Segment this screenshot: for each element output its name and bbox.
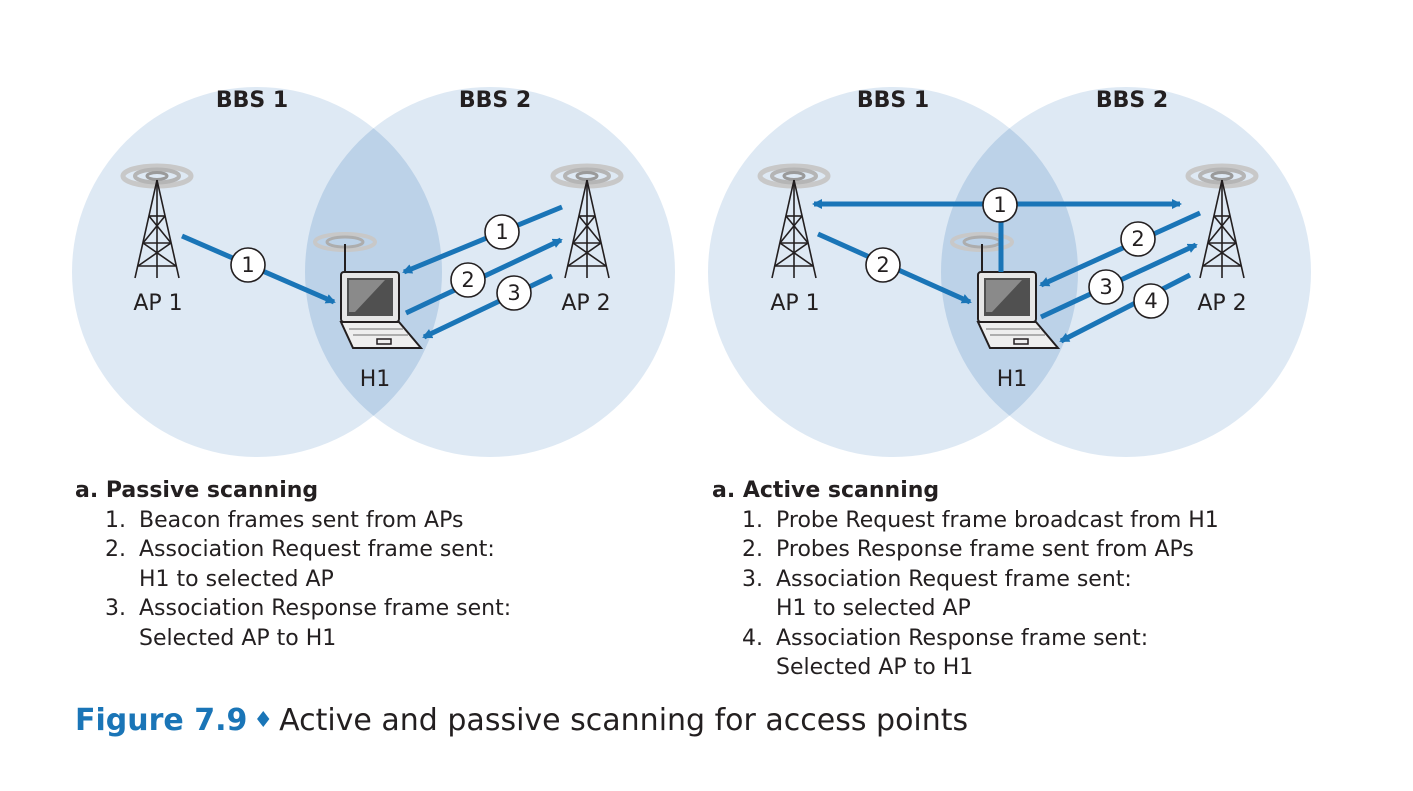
step-number: 1. bbox=[105, 507, 126, 533]
step-text: Association Request frame sent: bbox=[139, 537, 495, 562]
step-text: Selected AP to H1 bbox=[776, 655, 974, 680]
step-number: 3. bbox=[742, 566, 763, 592]
svg-text:2: 2 bbox=[876, 253, 889, 277]
step-text: Beacon frames sent from APs bbox=[139, 507, 464, 533]
figure-number: Figure 7.9 bbox=[75, 703, 248, 738]
passive-caption: a. Passive scanning 1. Beacon frames sen… bbox=[75, 476, 511, 653]
step-text: H1 to selected AP bbox=[139, 566, 334, 592]
step-text: Probes Response frame sent from APs bbox=[776, 537, 1194, 562]
svg-text:2: 2 bbox=[461, 268, 474, 292]
bbs2-label: BBS 2 bbox=[1096, 88, 1168, 113]
step-number: 2. bbox=[105, 537, 126, 562]
passive-caption-title: a. Passive scanning bbox=[75, 478, 319, 503]
ap2-label: AP 2 bbox=[1197, 291, 1246, 316]
probe-response-arrow-ap2 bbox=[1039, 210, 1202, 288]
ap1-label: AP 1 bbox=[133, 291, 182, 316]
step-text: Selected AP to H1 bbox=[139, 625, 337, 651]
step-badge: 2 bbox=[1120, 221, 1156, 257]
svg-text:4: 4 bbox=[1144, 289, 1157, 313]
list-item: 2. Probes Response frame sent from APs bbox=[712, 535, 1219, 565]
h1-label: H1 bbox=[997, 367, 1028, 392]
beacon-arrow-ap2 bbox=[402, 204, 563, 275]
diamond-icon: ♦ bbox=[253, 708, 274, 733]
svg-text:1: 1 bbox=[993, 193, 1006, 217]
bbs1-label: BBS 1 bbox=[216, 88, 288, 113]
list-item: 1. Probe Request frame broadcast from H1 bbox=[712, 506, 1219, 536]
list-item: 3. Association Request frame sent: H1 to… bbox=[712, 565, 1219, 624]
panel-active: BBS 1 BBS 2 AP 1 AP 2 H1 1 2 2 bbox=[708, 87, 1311, 457]
ap1-label: AP 1 bbox=[770, 291, 819, 316]
step-badge: 3 bbox=[496, 275, 532, 311]
step-badge: 2 bbox=[865, 247, 901, 283]
passive-steps-list: 1. Beacon frames sent from APs 2. Associ… bbox=[75, 506, 511, 654]
list-item: 4. Association Response frame sent: Sele… bbox=[712, 624, 1219, 683]
bbs1-label: BBS 1 bbox=[857, 88, 929, 113]
svg-text:2: 2 bbox=[1131, 227, 1144, 251]
bss-overlap bbox=[941, 87, 1078, 457]
list-item: 3. Association Response frame sent: Sele… bbox=[75, 594, 511, 653]
svg-text:1: 1 bbox=[241, 253, 254, 277]
step-text: Association Request frame sent: bbox=[776, 566, 1132, 592]
h1-label: H1 bbox=[360, 367, 391, 392]
step-badge: 1 bbox=[484, 214, 520, 250]
active-caption: a. Active scanning 1. Probe Request fram… bbox=[712, 476, 1219, 683]
step-text: Association Response frame sent: bbox=[776, 625, 1149, 651]
step-text: Probe Request frame broadcast from H1 bbox=[776, 507, 1219, 533]
svg-text:3: 3 bbox=[507, 281, 520, 305]
bss-overlap bbox=[305, 87, 442, 457]
step-text: Association Response frame sent: bbox=[139, 596, 512, 621]
assoc-response-arrow bbox=[1059, 272, 1192, 344]
step-badge: 1 bbox=[230, 247, 266, 283]
svg-text:3: 3 bbox=[1099, 275, 1112, 299]
svg-text:1: 1 bbox=[495, 220, 508, 244]
figure-caption: Figure 7.9♦Active and passive scanning f… bbox=[75, 703, 968, 738]
step-number: 2. bbox=[742, 537, 763, 562]
panel-passive: BBS 1 BBS 2 AP 1 AP 2 H1 1 1 2 3 bbox=[72, 87, 675, 457]
step-number: 3. bbox=[105, 596, 126, 621]
list-item: 2. Association Request frame sent: H1 to… bbox=[75, 535, 511, 594]
active-caption-title: a. Active scanning bbox=[712, 478, 940, 503]
step-badge: 3 bbox=[1088, 269, 1124, 305]
list-item: 1. Beacon frames sent from APs bbox=[75, 506, 511, 536]
step-number: 4. bbox=[742, 625, 763, 651]
step-badge: 4 bbox=[1133, 283, 1169, 319]
active-steps-list: 1. Probe Request frame broadcast from H1… bbox=[712, 506, 1219, 683]
step-text: H1 to selected AP bbox=[776, 596, 971, 621]
assoc-response-arrow bbox=[422, 273, 554, 340]
step-number: 1. bbox=[742, 507, 763, 533]
ap2-label: AP 2 bbox=[561, 291, 610, 316]
step-badge: 1 bbox=[982, 187, 1018, 223]
bbs2-label: BBS 2 bbox=[459, 88, 531, 113]
figure-caption-text: Active and passive scanning for access p… bbox=[279, 703, 969, 738]
step-badge: 2 bbox=[450, 262, 486, 298]
